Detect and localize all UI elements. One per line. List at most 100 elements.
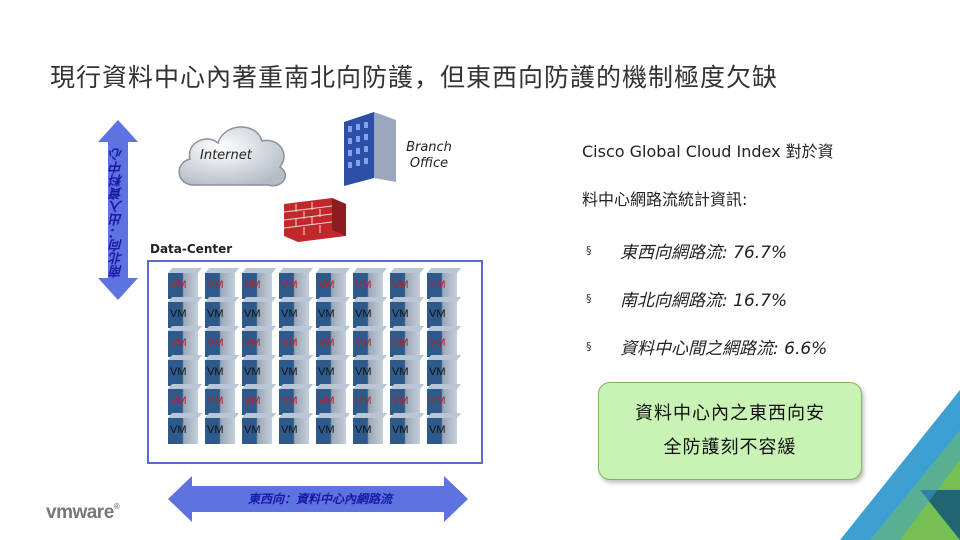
vm-icon: VM xyxy=(353,273,383,299)
vm-icon: VM xyxy=(316,331,346,357)
list-item: § 東西向網路流: 76.7% xyxy=(586,226,916,274)
bullet-text-north-south: 南北向網路流: 16.7% xyxy=(620,290,788,311)
east-west-arrow xyxy=(168,476,468,522)
bullet-icon: § xyxy=(586,243,592,257)
vm-icon: VM xyxy=(390,389,420,415)
vm-icon: VM xyxy=(353,389,383,415)
vm-icon: VM xyxy=(279,418,309,444)
callout-line2: 全防護刻不容緩 xyxy=(663,437,797,458)
stats-bullet-list: § 東西向網路流: 76.7% § 南北向網路流: 16.7% § 資料中心間之… xyxy=(586,226,916,370)
vm-grid: VM VM VM VM VM VM VM VM VM VM VM VM VM VM VM VM VM VM VM VM… xyxy=(168,273,457,444)
vm-label: VM xyxy=(281,308,298,320)
internet-cloud-icon xyxy=(178,126,286,187)
vm-icon: VM xyxy=(390,331,420,357)
vm-label: VM xyxy=(281,337,298,349)
datacenter-label: Data-Center xyxy=(150,242,233,256)
vm-label: VM xyxy=(355,337,372,349)
vm-label: VM xyxy=(207,424,224,436)
vm-icon: VM xyxy=(242,273,272,299)
vm-icon: VM xyxy=(316,418,346,444)
vm-label: VM xyxy=(355,366,372,378)
vm-label: VM xyxy=(244,395,261,407)
branch-office-label: Branch Office xyxy=(406,140,452,171)
vm-icon: VM xyxy=(353,360,383,386)
vm-label: VM xyxy=(207,366,224,378)
vm-label: VM xyxy=(207,308,224,320)
vm-label: VM xyxy=(244,337,261,349)
vm-icon: VM xyxy=(279,302,309,328)
vm-icon: VM xyxy=(242,302,272,328)
north-south-arrow xyxy=(98,120,138,300)
vm-label: VM xyxy=(355,395,372,407)
vm-label: VM xyxy=(429,279,446,291)
vm-label: VM xyxy=(318,395,335,407)
bullet-text-east-west: 東西向網路流: 76.7% xyxy=(620,242,788,263)
vm-icon: VM xyxy=(353,418,383,444)
vm-icon: VM xyxy=(242,389,272,415)
vm-icon: VM xyxy=(205,273,235,299)
vm-label: VM xyxy=(355,308,372,320)
vm-icon: VM xyxy=(279,389,309,415)
vm-icon: VM xyxy=(390,302,420,328)
vm-label: VM xyxy=(281,366,298,378)
vm-icon: VM xyxy=(279,331,309,357)
list-item: § 南北向網路流: 16.7% xyxy=(586,274,916,322)
vm-label: VM xyxy=(170,424,187,436)
vm-icon: VM xyxy=(168,331,198,357)
branch-office-building-icon xyxy=(344,112,396,186)
firewall-icon xyxy=(283,198,346,242)
vm-label: VM xyxy=(170,279,187,291)
vm-icon: VM xyxy=(316,273,346,299)
vm-label: VM xyxy=(429,337,446,349)
vm-icon: VM xyxy=(316,360,346,386)
vm-label: VM xyxy=(392,337,409,349)
vm-icon: VM xyxy=(390,273,420,299)
vm-label: VM xyxy=(244,366,261,378)
vm-label: VM xyxy=(429,424,446,436)
vm-icon: VM xyxy=(205,418,235,444)
vm-icon: VM xyxy=(205,389,235,415)
vm-label: VM xyxy=(281,279,298,291)
vm-icon: VM xyxy=(279,360,309,386)
vm-icon: VM xyxy=(427,389,457,415)
vm-label: VM xyxy=(318,366,335,378)
vm-icon: VM xyxy=(316,389,346,415)
vm-label: VM xyxy=(355,279,372,291)
vm-icon: VM xyxy=(168,389,198,415)
vm-label: VM xyxy=(318,308,335,320)
vm-label: VM xyxy=(392,279,409,291)
vm-label: VM xyxy=(244,279,261,291)
stats-intro-line1: Cisco Global Cloud Index 對於資 xyxy=(582,142,834,161)
vm-label: VM xyxy=(429,366,446,378)
vm-icon: VM xyxy=(242,360,272,386)
vm-icon: VM xyxy=(279,273,309,299)
bullet-text-inter-dc: 資料中心間之網路流: 6.6% xyxy=(620,338,828,359)
vm-icon: VM xyxy=(427,360,457,386)
vm-label: VM xyxy=(392,424,409,436)
vm-label: VM xyxy=(318,337,335,349)
corner-decoration xyxy=(840,390,960,540)
vm-icon: VM xyxy=(242,331,272,357)
vm-label: VM xyxy=(170,366,187,378)
vm-icon: VM xyxy=(168,360,198,386)
vm-icon: VM xyxy=(205,360,235,386)
vm-label: VM xyxy=(392,395,409,407)
vm-icon: VM xyxy=(427,418,457,444)
callout-line1: 資料中心內之東西向安 xyxy=(635,403,825,424)
vm-icon: VM xyxy=(242,418,272,444)
vm-label: VM xyxy=(392,366,409,378)
vm-label: VM xyxy=(244,308,261,320)
callout-box: 資料中心內之東西向安 全防護刻不容緩 xyxy=(598,382,862,480)
internet-label: Internet xyxy=(200,148,252,163)
vm-label: VM xyxy=(281,424,298,436)
list-item: § 資料中心間之網路流: 6.6% xyxy=(586,322,916,370)
vm-icon: VM xyxy=(427,331,457,357)
vm-icon: VM xyxy=(353,331,383,357)
vm-icon: VM xyxy=(168,302,198,328)
vm-label: VM xyxy=(170,337,187,349)
page-title: 現行資料中心內著重南北向防護，但東西向防護的機制極度欠缺 xyxy=(50,63,779,92)
vm-icon: VM xyxy=(427,302,457,328)
vm-label: VM xyxy=(207,337,224,349)
vm-icon: VM xyxy=(316,302,346,328)
stats-intro: Cisco Global Cloud Index 對於資 料中心網路流統計資訊: xyxy=(582,128,882,224)
